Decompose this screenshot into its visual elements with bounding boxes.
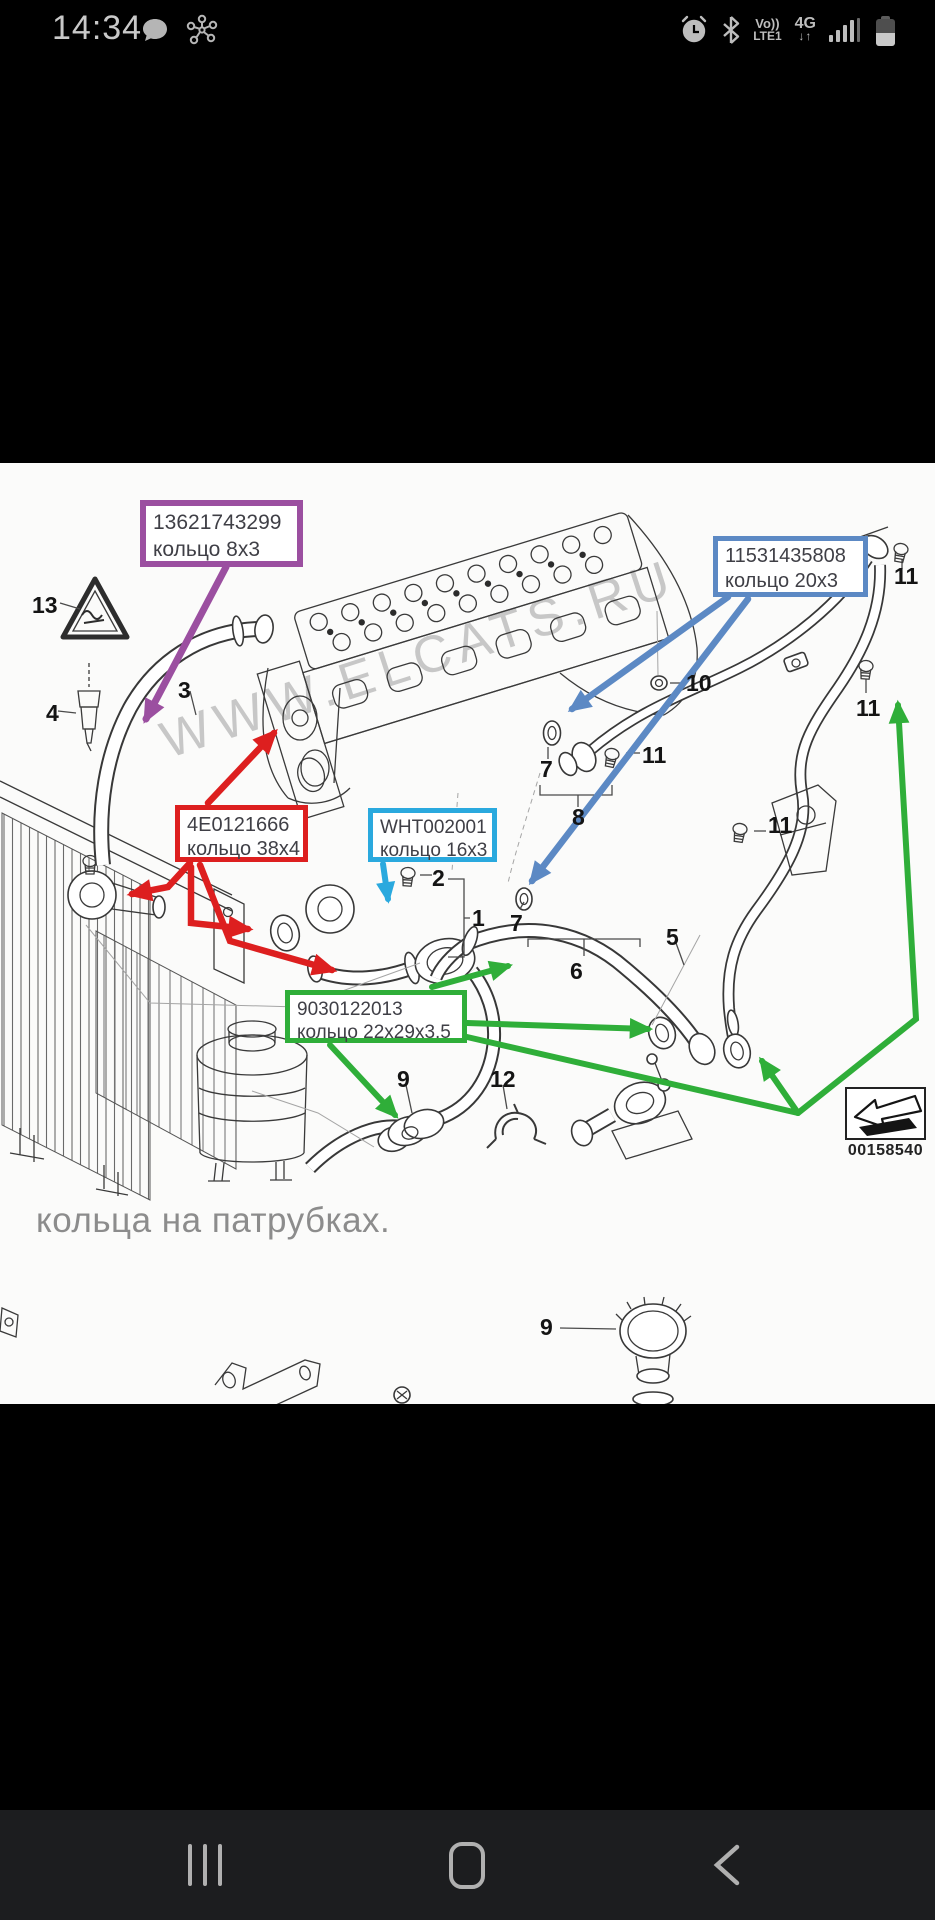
drawing-number: 00158540 [847,1142,924,1159]
recents-icon [188,1844,222,1886]
green-arrow-2 [464,1018,654,1039]
ring-size: кольцо 38x4 [187,838,301,860]
part-label-9: 9 [540,1314,553,1340]
part-label-11: 11 [768,812,793,838]
part-number: 4E0121666 [187,814,290,836]
bluetooth-icon [723,16,740,44]
callout-red: 4E0121666 кольцо 38x4 [175,805,308,862]
part-label-11: 11 [642,742,667,768]
valve-drawing [570,1016,693,1160]
blue-arrow-1 [567,593,732,713]
ring-size: кольцо 20x3 [725,570,839,592]
part-label-9: 9 [397,1066,410,1092]
hose-1-drawing [269,884,716,1066]
direction-arrow-icon [853,1094,923,1136]
hose-3-drawing [93,614,274,866]
hose-5-drawing [722,564,887,1069]
callout-cyan: WHT002001 кольцо 16x3 [368,808,497,862]
recents-button[interactable] [160,1810,250,1920]
ring-size: кольцо 16x3 [380,840,488,861]
green-arrow-1 [429,960,514,990]
part-label-10: 10 [686,670,712,696]
part-number: 11531435808 [725,545,846,567]
annotation-arrows [126,563,920,1119]
network-indicator: 4G ↓↑ [794,15,816,43]
home-button[interactable] [422,1810,512,1920]
sensor-part-4 [77,663,101,752]
part-label-11: 11 [856,695,881,721]
home-icon [449,1841,485,1889]
callout-green: 9030122013 кольцо 22x29x3.5 [285,990,467,1043]
part-label-6: 6 [570,958,583,984]
part-label-11: 11 [894,563,919,589]
direction-indicator-box [845,1087,926,1140]
parts-line-drawing [0,512,920,1404]
volte-indicator: Vo)) LTE1 [753,16,782,43]
cyan-arrow [376,861,396,904]
red-arrow-1 [204,728,278,807]
bottom-parts-drawing [0,1296,692,1404]
parts-diagram-page: WWW.ELCATS.RU [0,463,935,1404]
part-label-2: 2 [432,865,445,891]
part-label-7: 7 [540,756,553,782]
hose-9-drawing [305,966,502,1174]
part-number: 13621743299 [153,511,282,534]
part-label-12: 12 [490,1066,516,1092]
signal-icon [829,18,860,42]
clock-text: 14:34 [52,9,143,47]
part-label-7: 7 [510,910,523,936]
back-button[interactable] [682,1810,772,1920]
clamp-12-drawing [486,1103,547,1149]
ring-size: кольцо 8x3 [153,538,260,561]
part-label-5: 5 [666,924,679,950]
expansion-tank-drawing [196,1020,308,1182]
navigation-bar [0,1810,935,1920]
red-arrow-3 [187,863,254,939]
green-line [464,1034,801,1116]
part-label-13: 13 [32,592,58,618]
alarm-icon [682,15,707,43]
red-arrow-2 [126,859,194,902]
chat-bubble-icon [143,19,167,41]
back-icon [713,1844,740,1886]
part-number: WHT002001 [380,817,487,838]
callout-purple: 13621743299 кольцо 8x3 [140,500,303,567]
part-label-8: 8 [572,804,585,830]
green-arrow-3 [327,1042,399,1119]
green-arrow-4 [795,699,920,1116]
warning-triangle-13 [60,576,130,640]
diagram-caption: кольца на патрубках. [36,1201,391,1240]
ring-size: кольцо 22x29x3.5 [297,1022,451,1043]
battery-icon [876,15,895,46]
part-label-4: 4 [46,700,59,726]
callout-blue: 11531435808 кольцо 20x3 [713,536,868,597]
status-bar: 14:34 [0,0,935,62]
molecule-icon [186,14,218,45]
blue-arrow-2 [528,595,752,886]
green-arrow-5 [759,1056,801,1116]
part-label-1: 1 [472,905,485,931]
red-arrow-4 [196,861,338,976]
part-label-3: 3 [178,677,191,703]
purple-arrow [142,563,230,724]
part-number: 9030122013 [297,999,403,1020]
